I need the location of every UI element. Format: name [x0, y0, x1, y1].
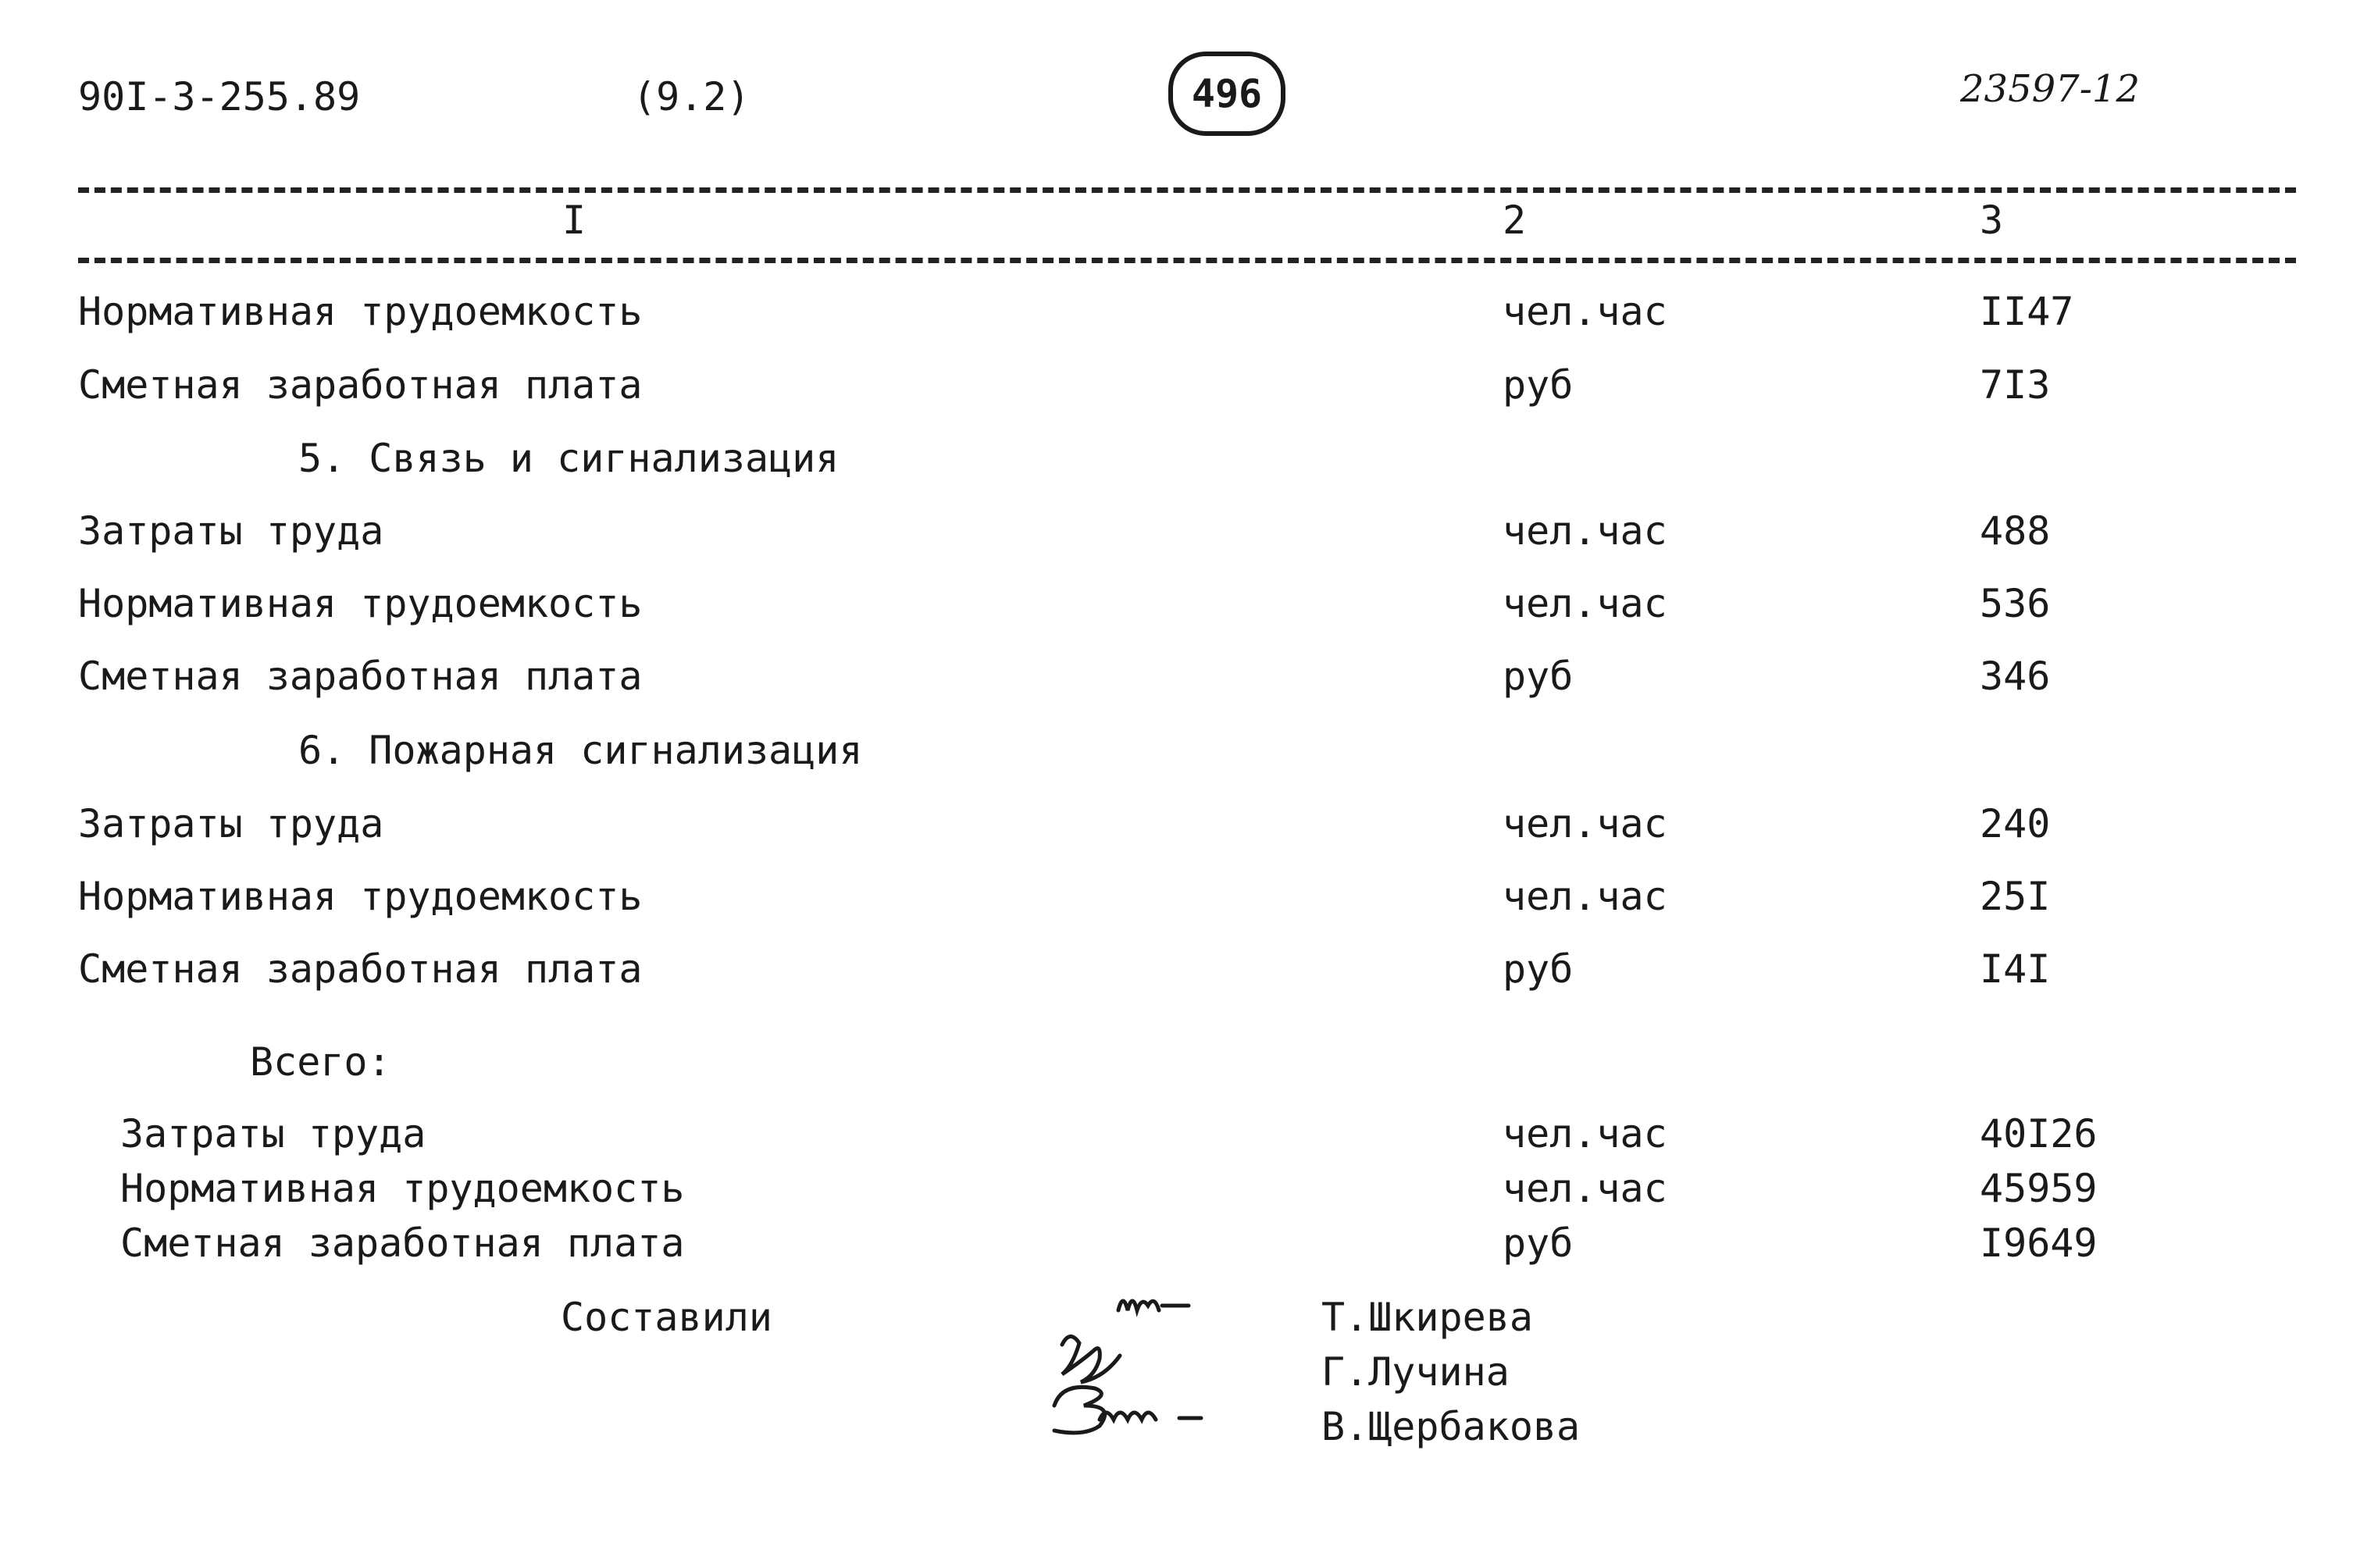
row-unit: чел.час: [1503, 874, 1667, 919]
column-header-3: 3: [1980, 198, 2004, 243]
document-code: 90I-3-255.89: [78, 74, 361, 119]
row-unit: чел.час: [1503, 581, 1667, 626]
column-header-2: 2: [1503, 198, 1527, 243]
row-unit: чел.час: [1503, 289, 1667, 334]
row-label: Нормативная трудоемкость: [78, 289, 643, 334]
total-value: I9649: [1980, 1221, 2098, 1266]
handwritten-signatures: [1052, 1299, 1203, 1435]
section-number: (9.2): [633, 74, 750, 119]
row-value: 7I3: [1980, 362, 2051, 408]
signature-1: [1116, 1299, 1191, 1317]
header-rule-bottom: [78, 258, 2296, 263]
row-label: Затраты труда: [78, 801, 384, 846]
archive-number: 23597-12: [1960, 67, 2140, 111]
section-heading-fire-alarm: 6. Пожарная сигнализация: [298, 728, 863, 773]
total-label: Нормативная трудоемкость: [120, 1166, 685, 1211]
column-header-1: I: [562, 198, 586, 243]
total-unit: руб: [1503, 1221, 1574, 1266]
total-unit: чел.час: [1503, 1166, 1667, 1211]
row-value: 536: [1980, 581, 2051, 626]
page-number: 496: [1191, 71, 1263, 116]
row-label: Нормативная трудоемкость: [78, 874, 643, 919]
total-value: 40I26: [1980, 1111, 2098, 1156]
row-label: Нормативная трудоемкость: [78, 581, 643, 626]
row-label: Сметная заработная плата: [78, 654, 643, 699]
total-value: 45959: [1980, 1166, 2098, 1211]
signature-2: [1060, 1335, 1122, 1384]
compiler-name-2: Г.Лучина: [1321, 1349, 1510, 1395]
row-label: Сметная заработная плата: [78, 946, 643, 992]
compiler-name-1: Т.Шкирева: [1321, 1295, 1533, 1340]
compiler-name-3: В.Щербакова: [1321, 1404, 1581, 1449]
total-unit: чел.час: [1503, 1111, 1667, 1156]
row-unit: руб: [1503, 362, 1574, 408]
row-value: I4I: [1980, 946, 2051, 992]
section-heading-communications: 5. Связь и сигнализация: [298, 436, 840, 481]
row-unit: чел.час: [1503, 801, 1667, 846]
header-rule-top: [78, 187, 2296, 193]
row-value: 25I: [1980, 874, 2051, 919]
signature-3: [1052, 1384, 1203, 1435]
compiled-by-label: Составили: [561, 1295, 772, 1340]
total-heading: Всего:: [250, 1039, 391, 1085]
total-label: Затраты труда: [120, 1111, 426, 1156]
row-label: Затраты труда: [78, 508, 384, 554]
row-unit: чел.час: [1503, 508, 1667, 554]
row-unit: руб: [1503, 654, 1574, 699]
total-label: Сметная заработная плата: [120, 1221, 685, 1266]
row-value: 346: [1980, 654, 2051, 699]
row-label: Сметная заработная плата: [78, 362, 643, 408]
row-value: II47: [1980, 289, 2074, 334]
page-number-stamp: 496: [1168, 52, 1285, 136]
row-value: 488: [1980, 508, 2051, 554]
row-value: 240: [1980, 801, 2051, 846]
row-unit: руб: [1503, 946, 1574, 992]
